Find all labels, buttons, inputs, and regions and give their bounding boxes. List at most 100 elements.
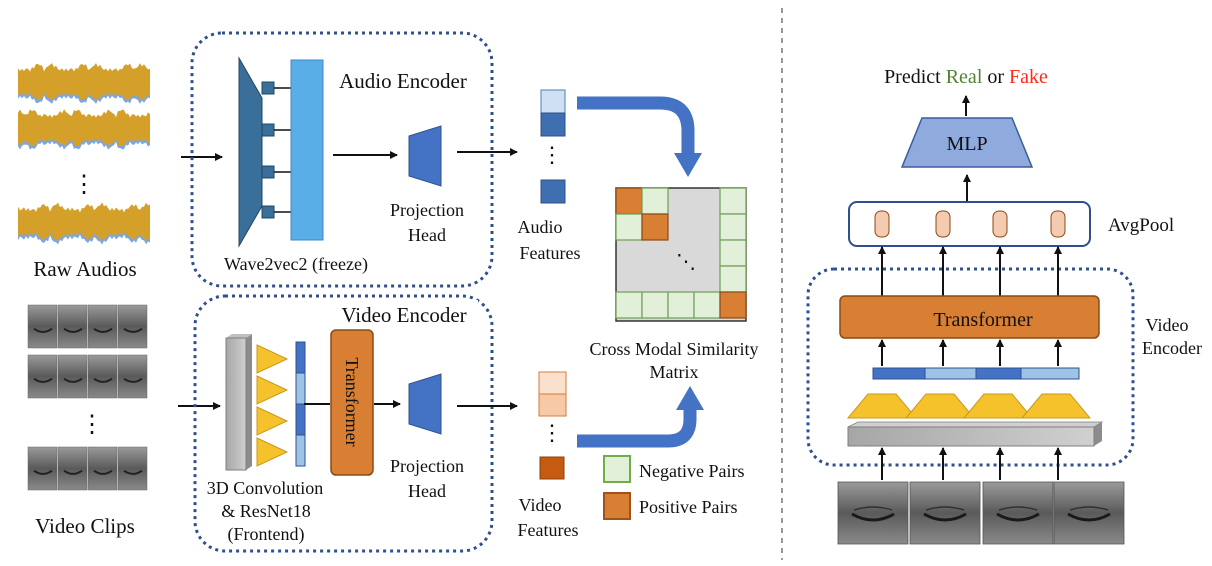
waveform: [18, 109, 150, 147]
right-resnet-blocks: [846, 393, 1092, 419]
right-resnet-block: [1020, 393, 1092, 419]
audio-feature-cell: [540, 179, 566, 204]
wave2vec-trapezoid-icon: [238, 56, 263, 248]
video-frame-thumb: [57, 304, 88, 349]
raw-audios-label: Raw Audios: [33, 257, 136, 281]
negative-pair-cell: [641, 291, 669, 319]
raw-audio-waveforms: [18, 63, 150, 245]
wave2vec-label: Wave2vec2 (freeze): [224, 254, 368, 275]
face-frame-image: [909, 481, 981, 545]
video-projection-label-1: Projection: [390, 456, 464, 476]
mlp-block: [900, 117, 1034, 168]
wave2vec-bar: [290, 59, 324, 241]
audio-projection-head-icon: [408, 125, 442, 187]
video-frame-thumb: [57, 446, 88, 491]
resnet-block-icon: [256, 375, 289, 405]
similarity-matrix-cells: [615, 187, 747, 319]
positive-pair-cell: [615, 187, 643, 215]
predict-prefix: Predict: [884, 66, 946, 88]
audio-projection-label-2: Head: [408, 225, 446, 245]
frontend-label-2: & ResNet18: [221, 501, 311, 521]
video-transformer-label: Transformer: [342, 357, 362, 446]
video-feature-cell: [539, 456, 565, 480]
video-features-label-1: Video: [519, 495, 562, 515]
negative-pair-cell: [667, 291, 695, 319]
face-frame-image: [982, 481, 1054, 545]
resnet18-blocks: [256, 344, 289, 467]
lip-contour: [853, 506, 893, 511]
matrix-inner-ellipsis: ⋱: [676, 251, 696, 273]
resnet-block-icon: [256, 437, 289, 467]
right-token: [975, 367, 1028, 380]
negative-pair-cell: [719, 187, 747, 215]
video-projection-label-2: Head: [408, 481, 446, 501]
matrix-title-2: Matrix: [650, 362, 699, 382]
avgpool-tokens: [874, 210, 1066, 238]
lip-contour: [33, 377, 53, 383]
resnet-block-icon: [256, 344, 289, 374]
wave2vec-node: [261, 165, 275, 179]
video-frame-thumb: [117, 304, 148, 349]
wave2vec-node: [261, 123, 275, 137]
lip-contour: [63, 327, 83, 333]
video-to-matrix-arrowhead: [676, 386, 704, 410]
lip-contour: [1067, 512, 1111, 522]
right-token: [924, 367, 977, 380]
conv3d-bar-top: [226, 334, 252, 338]
negative-pair-cell: [719, 213, 747, 241]
right-token: [1020, 367, 1080, 380]
negative-pair-cell: [641, 187, 669, 215]
video-ellipsis: ⋮: [80, 412, 104, 438]
wave2vec-node: [261, 205, 275, 219]
audio-feature-cell: [540, 112, 566, 137]
audio-features-ellipsis: ⋮: [541, 142, 563, 167]
video-frame-thumb: [87, 304, 118, 349]
video-frame-thumb: [87, 446, 118, 491]
right-video-encoder-label-2: Encoder: [1142, 338, 1202, 358]
right-conv3d-bar: [847, 421, 1104, 447]
lip-contour: [998, 506, 1038, 511]
pooled-token: [935, 210, 951, 238]
audio-projection-label-1: Projection: [390, 200, 464, 220]
right-video-encoder-label-1: Video: [1146, 315, 1189, 335]
predict-real: Real: [946, 66, 983, 88]
conv3d-bar: [225, 337, 247, 471]
right-resnet-block: [904, 393, 976, 419]
video-feature-cell: [538, 371, 567, 395]
audio-feature-vectors: [540, 89, 566, 204]
resnet-block-icon: [256, 406, 289, 436]
right-input-frames: [837, 481, 1125, 545]
negative-pair-cell: [615, 213, 643, 241]
frontend-3dconv-block: [225, 334, 306, 471]
lip-contour: [923, 512, 967, 522]
lip-contour: [925, 506, 965, 511]
right-transformer-block: [839, 295, 1100, 339]
token-flow-arrows: [878, 246, 1062, 480]
wave2vec-node: [261, 81, 275, 95]
video-feature-vectors: [538, 371, 567, 480]
right-conv3d-top: [847, 421, 1104, 428]
negative-pair-cell: [693, 291, 721, 319]
negative-pairs-label: Negative Pairs: [639, 461, 744, 481]
negative-pairs-swatch: [603, 455, 631, 483]
audio-features-label-2: Features: [520, 243, 581, 263]
frontend-label-1: 3D Convolution: [207, 478, 324, 498]
audio-to-matrix-arrowhead: [674, 153, 702, 177]
video-feature-cell: [538, 393, 567, 417]
predict-label: Predict Real or Fake: [884, 66, 1048, 88]
lip-contour: [123, 469, 143, 475]
lip-contour: [33, 469, 53, 475]
video-frame-thumb: [27, 446, 58, 491]
video-features-ellipsis: ⋮: [541, 420, 563, 445]
face-frame-image: [1053, 481, 1125, 545]
lip-contour: [63, 377, 83, 383]
video-frame-thumb: [27, 354, 58, 399]
lip-contour: [123, 327, 143, 333]
right-token-row: [872, 367, 1080, 380]
lip-contour: [123, 377, 143, 383]
pooled-token: [1050, 210, 1066, 238]
waveform: [18, 202, 150, 242]
lip-contour: [93, 377, 113, 383]
video-frame-thumb: [57, 354, 88, 399]
right-video-encoder-box: [806, 267, 1135, 467]
